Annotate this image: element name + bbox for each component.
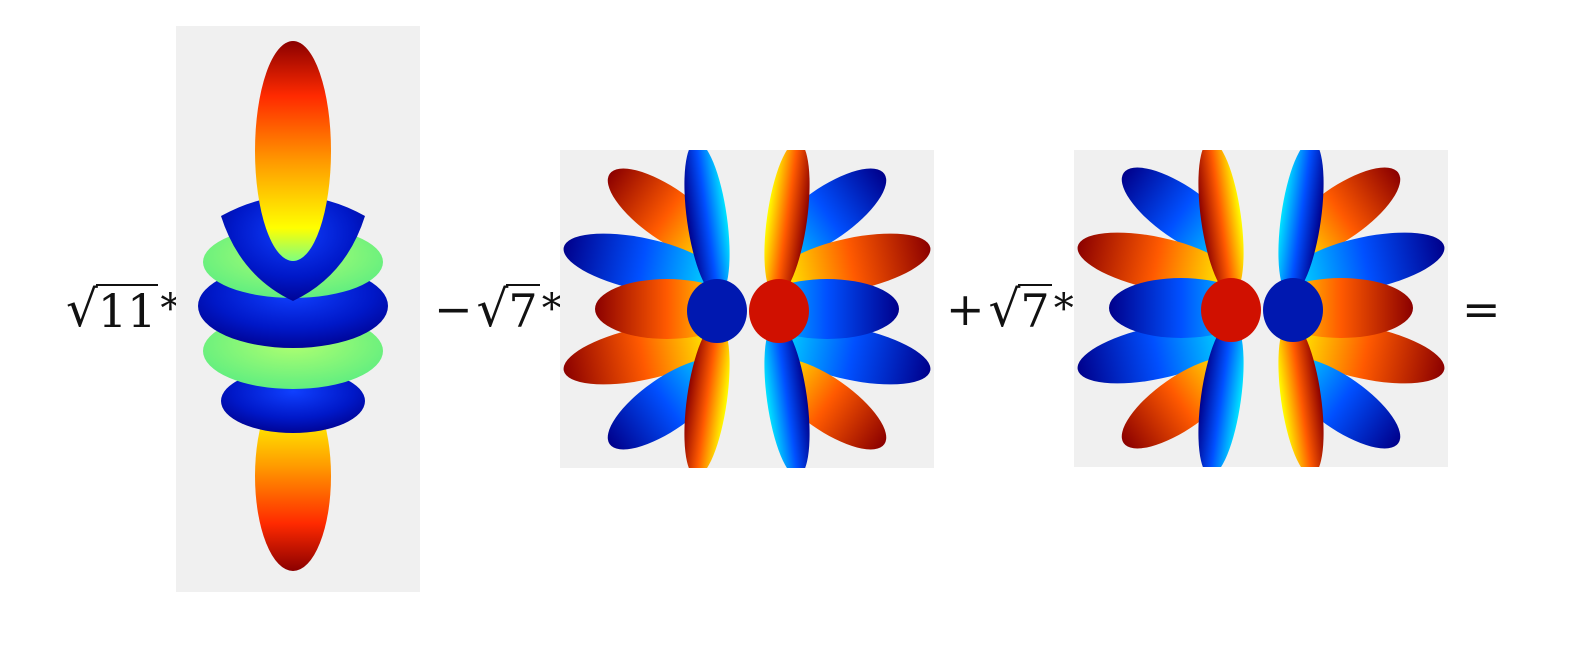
harmonic-2-shape xyxy=(563,150,931,468)
term-2-operator: * xyxy=(541,286,562,332)
term-2-radicand: 7 xyxy=(506,284,540,338)
term-3-radicand: 7 xyxy=(1018,284,1052,338)
term-1-operator: * xyxy=(160,286,181,332)
coefficient-term-3: + √ 7 * xyxy=(946,284,1074,334)
term-3-sign: + xyxy=(946,282,985,336)
harmonic-1-shape xyxy=(198,41,388,571)
term-3-operator: * xyxy=(1053,286,1074,332)
term-1-root-symbol: √ xyxy=(66,280,98,338)
term-1-radicand: 11 xyxy=(95,284,159,338)
term-3-radical: √ 7 xyxy=(989,284,1052,334)
coefficient-term-2: − √ 7 * xyxy=(434,284,562,334)
harmonic-panel-2 xyxy=(560,150,934,468)
term-2-root-symbol: √ xyxy=(476,280,509,338)
term-2-radical: √ 7 xyxy=(477,284,540,334)
harmonic-3-shape xyxy=(1077,150,1445,467)
coefficient-term-1: √ 11 * xyxy=(62,284,180,334)
term-1-radical: √ 11 xyxy=(66,280,159,338)
term-2-sign: − xyxy=(434,282,473,336)
term-3-root-symbol: √ xyxy=(988,280,1021,338)
harmonic-panel-3 xyxy=(1074,150,1448,467)
equals-sign: = xyxy=(1462,282,1501,336)
harmonic-panel-1 xyxy=(176,26,420,592)
